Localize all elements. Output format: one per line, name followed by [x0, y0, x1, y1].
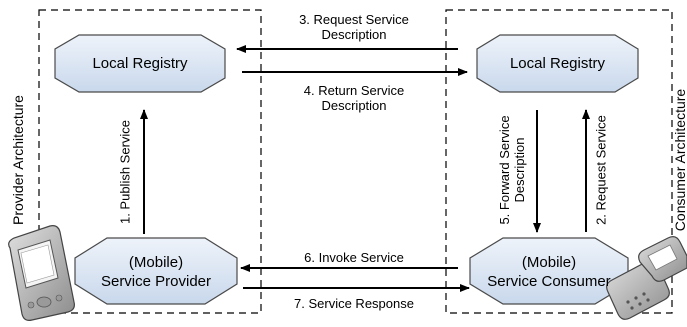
service-provider-node: [74, 237, 238, 305]
service-provider-label-line1: (Mobile): [128, 254, 184, 271]
step-5-label: 5. Forward Service Description: [497, 115, 527, 224]
step-2-label: 2. Request Service: [593, 115, 609, 225]
provider-architecture-label: Provider Architecture: [10, 95, 26, 225]
service-consumer-node: [469, 237, 629, 305]
step-6-label: 6. Invoke Service: [304, 250, 404, 265]
service-consumer-label-line2: Service Consumer: [487, 273, 611, 290]
step-4-label: 4. Return Service Description: [262, 83, 446, 113]
pda-device-icon: [8, 225, 75, 321]
consumer-architecture-box: [445, 9, 673, 314]
consumer-local-registry-label: Local Registry: [509, 55, 606, 72]
step-5-label-line1: 5. Forward Service: [497, 115, 512, 225]
step-5-label-line2: Description: [512, 137, 527, 203]
step-7-label: 7. Service Response: [294, 296, 414, 311]
flip-phone-icon: [606, 236, 687, 320]
service-provider-label-line2: Service Provider: [100, 273, 212, 290]
consumer-architecture-label: Consumer Architecture: [672, 88, 687, 232]
service-consumer-label-line1: (Mobile): [521, 254, 577, 271]
step-4-label-line2: Description: [321, 98, 387, 113]
consumer-local-registry-node: [476, 34, 639, 93]
step-3-label-line1: 3. Request Service: [299, 12, 409, 27]
step-3-label-line2: Description: [321, 27, 387, 42]
provider-local-registry-label: Local Registry: [92, 55, 188, 72]
service-provider-label: (Mobile) Service Provider: [75, 253, 237, 291]
step-4-label-line1: 4. Return Service: [303, 83, 405, 98]
service-consumer-label: (Mobile) Service Consumer: [470, 253, 628, 291]
step-3-label: 3. Request Service Description: [262, 12, 446, 42]
provider-architecture-box: [38, 9, 262, 314]
step-1-label: 1. Publish Service: [117, 119, 133, 225]
provider-local-registry-node: [54, 34, 226, 93]
